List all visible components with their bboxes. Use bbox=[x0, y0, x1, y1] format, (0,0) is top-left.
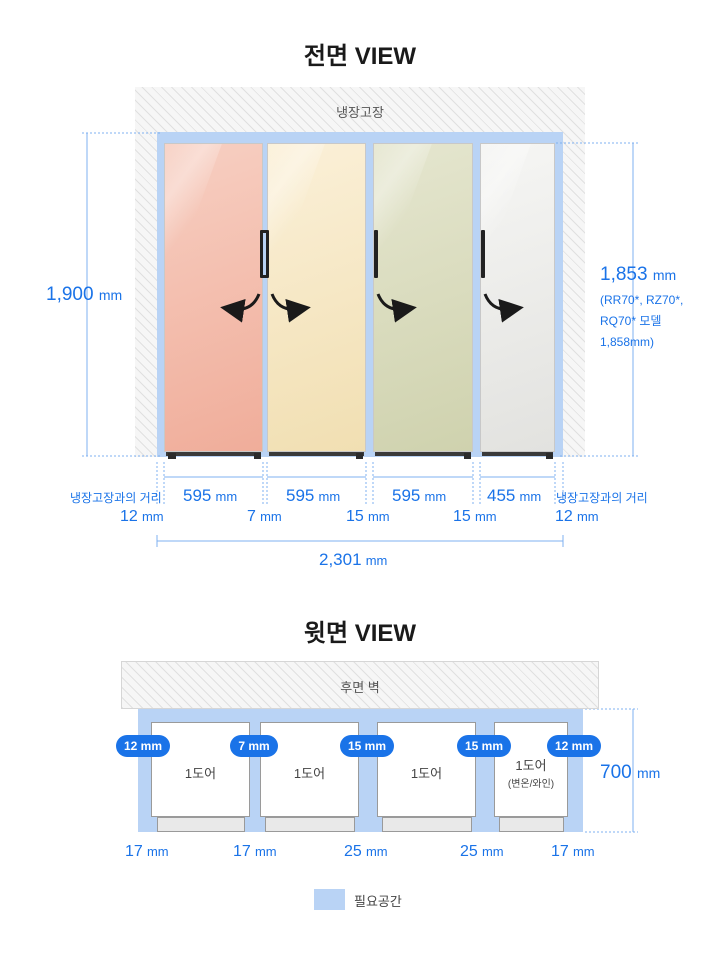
foot bbox=[168, 453, 176, 459]
door-handle bbox=[374, 230, 378, 278]
side-label-right: 냉장고장과의 거리 bbox=[556, 491, 648, 505]
swing-arrow-icon bbox=[483, 293, 524, 323]
total-width-dimension: 2,301 mm bbox=[319, 550, 388, 569]
rear-wall-label: 후면 벽 bbox=[340, 680, 380, 695]
top-view-title: 윗면 VIEW bbox=[303, 620, 417, 647]
door-4 bbox=[480, 143, 555, 452]
side-gap-pill: 12 mm bbox=[116, 735, 170, 757]
gap-dimension-1: 12 mm bbox=[120, 508, 164, 525]
foot bbox=[464, 453, 471, 459]
swing-arrow-icon bbox=[270, 293, 311, 323]
gap-dimension-5: 12 mm bbox=[555, 508, 599, 525]
top-unit-1: 1도어 bbox=[151, 722, 250, 817]
rear-wall bbox=[121, 661, 599, 709]
door-2 bbox=[267, 143, 366, 452]
front-view-title: 전면 VIEW bbox=[303, 43, 417, 70]
door-handle bbox=[260, 230, 269, 278]
depth-dimension: 700 mm bbox=[600, 762, 661, 783]
door-plan-4 bbox=[499, 817, 564, 832]
door-handle bbox=[481, 230, 485, 278]
plinth-1 bbox=[166, 452, 261, 456]
width-dimension-3: 595 mm bbox=[392, 486, 447, 505]
side-gap-pill: 15 mm bbox=[457, 735, 511, 757]
legend-label: 필요공간 bbox=[354, 894, 402, 909]
front-gap-5: 17 mm bbox=[551, 843, 595, 860]
width-dimension-2: 595 mm bbox=[286, 486, 341, 505]
swing-arrow-icon bbox=[220, 293, 261, 323]
total-height-dimension: 1,900 mm bbox=[46, 284, 123, 305]
door-plan-1 bbox=[157, 817, 245, 832]
width-dimension-4: 455 mm bbox=[487, 486, 542, 505]
foot bbox=[254, 453, 261, 459]
gap-dimension-2: 7 mm bbox=[247, 508, 282, 525]
foot bbox=[546, 453, 553, 459]
side-gap-pill: 7 mm bbox=[230, 735, 278, 757]
plinth-3 bbox=[375, 452, 471, 456]
front-gap-4: 25 mm bbox=[460, 843, 504, 860]
side-gap-pill: 12 mm bbox=[547, 735, 601, 757]
recess-label: 냉장고장 bbox=[336, 105, 384, 120]
gap-dimension-4: 15 mm bbox=[453, 508, 497, 525]
height-note: (RR70*, RZ70*, RQ70* 모델 1,858mm) bbox=[600, 293, 684, 349]
unit-height-dimension: 1,853 mm bbox=[600, 264, 677, 285]
front-gap-3: 25 mm bbox=[344, 843, 388, 860]
plinth-4 bbox=[482, 452, 553, 456]
door-1 bbox=[164, 143, 263, 452]
side-label-left: 냉장고장과의 거리 bbox=[70, 491, 162, 505]
foot bbox=[356, 453, 363, 459]
door-plan-3 bbox=[382, 817, 472, 832]
front-gap-1: 17 mm bbox=[125, 843, 169, 860]
front-gap-2: 17 mm bbox=[233, 843, 277, 860]
side-gap-pill: 15 mm bbox=[340, 735, 394, 757]
door-plan-2 bbox=[265, 817, 355, 832]
plinth-2 bbox=[269, 452, 364, 456]
legend-swatch bbox=[314, 889, 345, 910]
door-3 bbox=[373, 143, 473, 452]
width-dimension-1: 595 mm bbox=[183, 486, 238, 505]
gap-dimension-3: 15 mm bbox=[346, 508, 390, 525]
swing-arrow-icon bbox=[376, 293, 417, 323]
